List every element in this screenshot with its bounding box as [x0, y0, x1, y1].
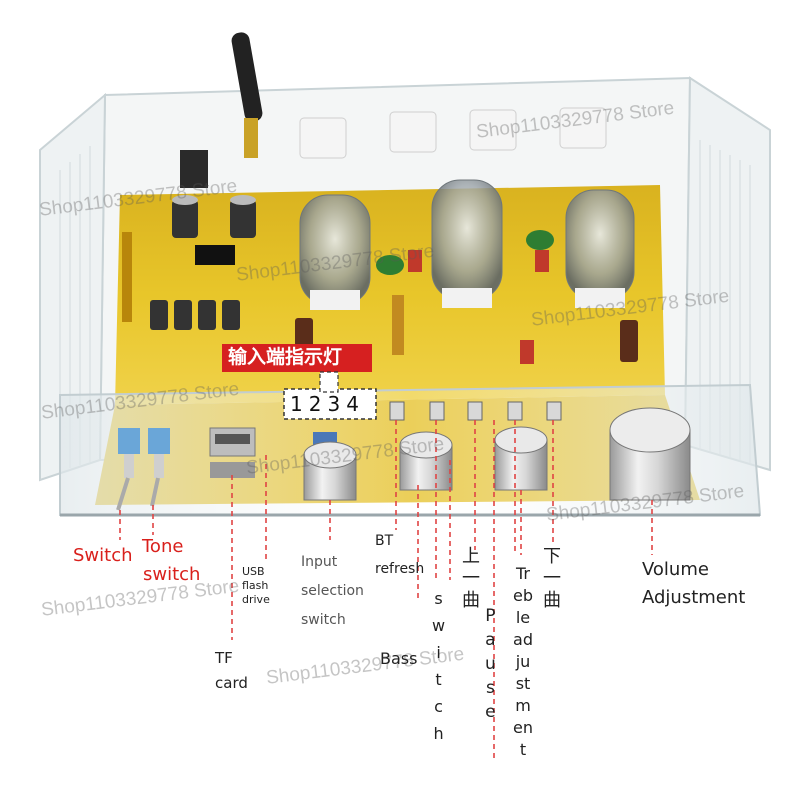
pause-label: P a u s e — [485, 606, 496, 722]
input-label-1: Input — [301, 554, 338, 570]
usb-label-1: USB — [242, 565, 265, 578]
volume-label-2: Adjustment — [642, 587, 746, 608]
tf-label-2: card — [215, 674, 248, 692]
input-label-3: switch — [301, 612, 346, 628]
bt-label-2: refresh — [375, 561, 425, 577]
bass-label: Bass — [380, 649, 418, 668]
usb-label-2: flash — [242, 579, 269, 592]
switch-label: Switch — [73, 545, 133, 566]
usb-label-3: drive — [242, 593, 270, 606]
treble-label: Tr eb le ad ju st m en t — [513, 564, 533, 759]
indicator-number: 3 — [327, 392, 347, 416]
indicator-number: 4 — [346, 392, 365, 416]
indicator-numbers: 1234 — [290, 392, 380, 416]
bt-label-1: BT — [375, 533, 394, 549]
input-label-2: selection — [301, 583, 364, 599]
volume-label-1: Volume — [642, 559, 709, 580]
prev-track-label: 上 一 曲 — [462, 546, 480, 611]
indicator-number: 1 — [290, 392, 309, 416]
indicator-number: 2 — [308, 392, 328, 416]
next-track-label: 下 一 曲 — [543, 546, 561, 611]
input-indicator-label: 输入端指示灯 — [228, 346, 343, 368]
switch-vertical-label: s w i t c h — [432, 589, 446, 743]
tone-switch-label-1: Tone — [142, 536, 184, 557]
tf-label-1: TF — [215, 649, 233, 667]
tone-switch-label-2: switch — [143, 564, 201, 585]
